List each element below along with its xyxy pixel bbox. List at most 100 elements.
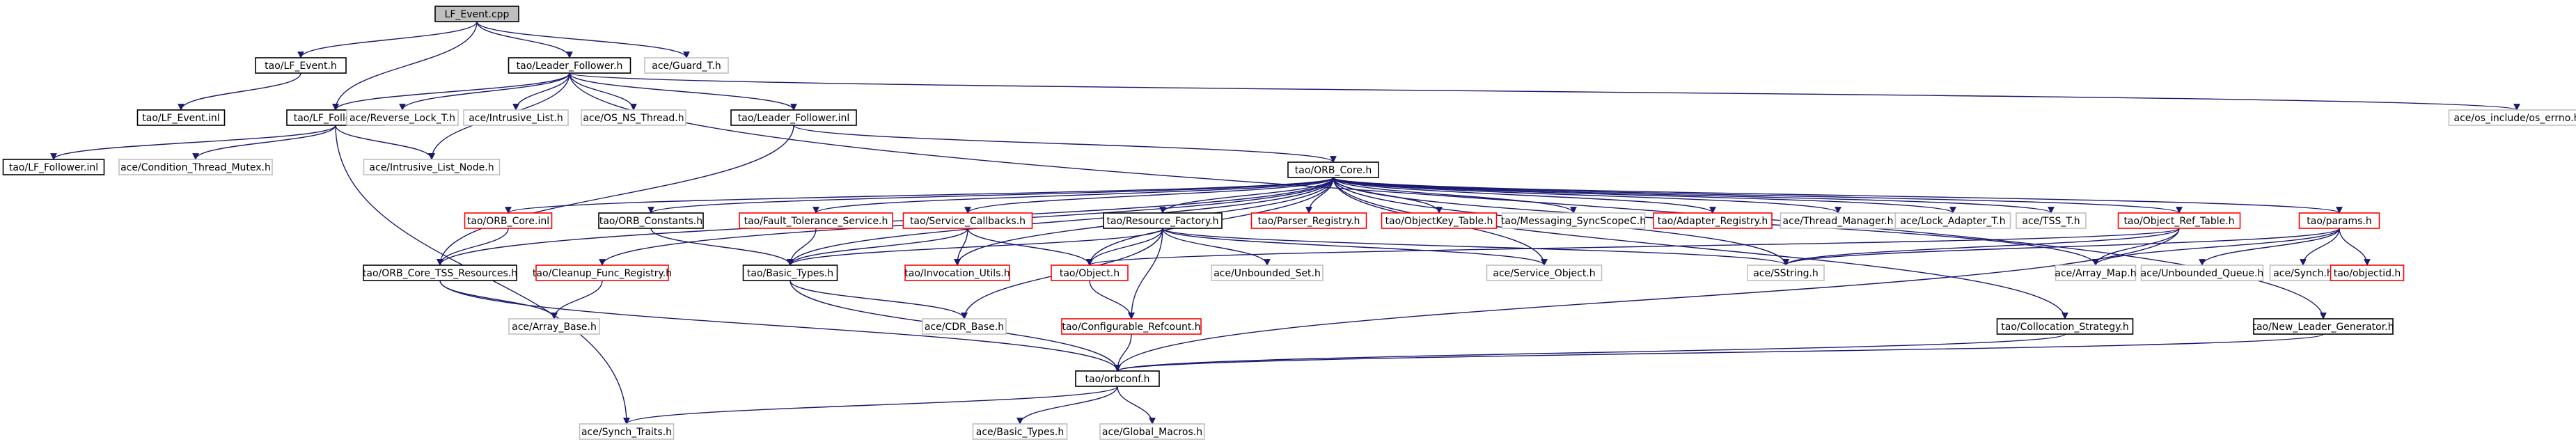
node-label: ace/Intrusive_List_Node.h bbox=[369, 162, 494, 173]
edge-params-to-sstring bbox=[1782, 228, 2340, 266]
node-orbconf[interactable]: tao/orbconf.h bbox=[1075, 370, 1160, 387]
node-box bbox=[1250, 212, 1367, 229]
node-collocation[interactable]: tao/Collocation_Strategy.h bbox=[1996, 318, 2134, 335]
node-newleader[interactable]: tao/New_Leader_Generator.h bbox=[2252, 318, 2394, 335]
node-label: tao/objectid.h bbox=[2334, 268, 2401, 279]
node-lffollowerinl[interactable]: tao/LF_Follower.inl bbox=[2, 159, 105, 175]
node-cleanup[interactable]: tao/Cleanup_Func_Registry.h bbox=[533, 265, 672, 281]
node-objkey[interactable]: tao/ObjectKey_Table.h bbox=[1381, 212, 1498, 229]
node-svccb[interactable]: tao/Service_Callbacks.h bbox=[902, 212, 1033, 229]
node-label: tao/ORB_Constants.h bbox=[599, 216, 702, 227]
edge-lffollower-to-lffollowerinl bbox=[50, 125, 336, 160]
node-intrlist[interactable]: ace/Intrusive_List.h bbox=[463, 109, 569, 126]
node-invocation[interactable]: tao/Invocation_Utils.h bbox=[904, 265, 1010, 281]
edge-orbconf-to-acebasic bbox=[1016, 386, 1118, 425]
node-label: ace/Reverse_Lock_T.h bbox=[350, 113, 455, 124]
node-condmutex[interactable]: ace/Condition_Thread_Mutex.h bbox=[118, 159, 273, 175]
node-synchtraits[interactable]: ace/Synch_Traits.h bbox=[579, 423, 675, 440]
node-box bbox=[118, 159, 273, 175]
node-box bbox=[363, 265, 517, 281]
node-basictypes[interactable]: tao/Basic_Types.h bbox=[742, 265, 838, 281]
node-label: tao/LF_Follower.inl bbox=[9, 162, 98, 173]
node-box bbox=[644, 57, 729, 74]
node-box bbox=[1501, 212, 1646, 229]
node-oserrno[interactable]: ace/os_include/os_errno.h bbox=[2448, 109, 2576, 126]
edge-objref-to-object bbox=[1086, 228, 2180, 266]
node-box bbox=[463, 109, 569, 126]
edge-orbcore-to-messaging bbox=[1333, 177, 1577, 214]
edge-params-to-synch bbox=[2300, 228, 2340, 266]
node-arraymap[interactable]: ace/Array_Map.h bbox=[2055, 265, 2137, 281]
edge-orbcoreinl-to-tssres bbox=[437, 228, 509, 266]
nodes-layer: LF_Event.cpp tao/LF_Event.h tao/Leader_Fol… bbox=[2, 6, 2576, 440]
edge-leaderinl-to-tssres bbox=[437, 125, 794, 266]
node-box bbox=[904, 265, 1010, 281]
node-orbcoreinl[interactable]: tao/ORB_Core.inl bbox=[464, 212, 553, 229]
node-leaderinl[interactable]: tao/Leader_Follower.inl bbox=[730, 109, 857, 126]
node-orbcore[interactable]: tao/ORB_Core.h bbox=[1287, 161, 1379, 178]
edge-orbcore-to-fault bbox=[812, 177, 1334, 214]
edge-orbcore-to-tss bbox=[1333, 177, 2055, 214]
node-sstring[interactable]: ace/SString.h bbox=[1747, 265, 1825, 281]
edge-leader-to-oserrno bbox=[569, 72, 2520, 111]
node-lockadapter[interactable]: ace/Lock_Adapter_T.h bbox=[1894, 212, 2011, 229]
node-lfeventinl[interactable]: tao/LF_Event.inl bbox=[136, 109, 226, 126]
node-box bbox=[2140, 265, 2264, 281]
node-tss[interactable]: ace/TSS_T.h bbox=[2016, 212, 2087, 229]
node-tssres[interactable]: tao/ORB_Core_TSS_Resources.h bbox=[363, 265, 517, 281]
node-params[interactable]: tao/params.h bbox=[2298, 212, 2380, 229]
node-arraybase[interactable]: ace/Array_Base.h bbox=[508, 318, 600, 335]
node-parser[interactable]: tao/Parser_Registry.h bbox=[1250, 212, 1367, 229]
node-cdrbase[interactable]: ace/CDR_Base.h bbox=[922, 318, 1007, 335]
edge-resfact-to-svcobj bbox=[1162, 228, 1548, 266]
edge-tssres-to-orbconf bbox=[439, 280, 1121, 372]
node-guard[interactable]: ace/Guard_T.h bbox=[644, 57, 729, 74]
node-box bbox=[1653, 212, 1773, 229]
node-globalmacros[interactable]: ace/Global_Macros.h bbox=[1099, 423, 1205, 440]
edge-orbconf-to-synchtraits bbox=[623, 386, 1118, 425]
node-lfevent[interactable]: tao/LF_Event.h bbox=[255, 57, 347, 74]
node-box bbox=[902, 212, 1033, 229]
node-label: ace/Array_Base.h bbox=[512, 322, 597, 333]
node-orbconst[interactable]: tao/ORB_Constants.h bbox=[598, 212, 704, 229]
edge-root-to-lfevent bbox=[297, 21, 478, 58]
node-intrnode[interactable]: ace/Intrusive_List_Node.h bbox=[363, 159, 501, 175]
node-label: tao/Basic_Types.h bbox=[747, 268, 833, 279]
node-threadmgr[interactable]: ace/Thread_Manager.h bbox=[1780, 212, 1896, 229]
node-resfact[interactable]: tao/Resource_Factory.h bbox=[1103, 212, 1223, 229]
node-confref[interactable]: tao/Configurable_Refcount.h bbox=[1061, 318, 1202, 335]
edge-tssres-to-arraybase bbox=[439, 280, 558, 319]
edge-orbcore-to-params bbox=[1333, 177, 2343, 214]
node-synch[interactable]: ace/Synch.h bbox=[2269, 265, 2337, 281]
node-label: ace/Lock_Adapter_T.h bbox=[1900, 216, 2005, 227]
node-leader[interactable]: tao/Leader_Follower.h bbox=[508, 57, 631, 74]
node-osns[interactable]: ace/OS_NS_Thread.h bbox=[581, 109, 686, 126]
node-messaging[interactable]: tao/Messaging_SyncScopeC.h bbox=[1501, 212, 1646, 229]
node-acebasic[interactable]: ace/Basic_Types.h bbox=[972, 423, 1068, 440]
edge-leader-to-leaderinl bbox=[569, 72, 797, 111]
node-objectid[interactable]: tao/objectid.h bbox=[2330, 265, 2405, 281]
node-label: ace/Unbounded_Queue.h bbox=[2141, 268, 2264, 279]
edge-lffollower-to-condmutex bbox=[192, 125, 336, 160]
node-label: tao/Parser_Registry.h bbox=[1258, 216, 1360, 227]
node-object[interactable]: tao/Object.h bbox=[1051, 265, 1129, 281]
edge-leaderinl-to-orbcore bbox=[793, 125, 1337, 163]
node-svcobj[interactable]: ace/Service_Object.h bbox=[1486, 265, 1603, 281]
node-revlock[interactable]: ace/Reverse_Lock_T.h bbox=[346, 109, 459, 126]
node-fault[interactable]: tao/Fault_Tolerance_Service.h bbox=[739, 212, 893, 229]
node-unbset[interactable]: ace/Unbounded_Set.h bbox=[1211, 265, 1324, 281]
node-objref[interactable]: tao/Object_Ref_Table.h bbox=[2117, 212, 2241, 229]
node-unbqueue[interactable]: ace/Unbounded_Queue.h bbox=[2141, 265, 2264, 281]
node-label: tao/Fault_Tolerance_Service.h bbox=[744, 216, 888, 227]
node-box bbox=[2298, 212, 2380, 229]
node-root[interactable]: LF_Event.cpp bbox=[434, 6, 519, 22]
node-label: ace/Guard_T.h bbox=[652, 61, 721, 72]
node-box bbox=[598, 212, 704, 229]
edge-params-to-arraymap bbox=[2092, 228, 2340, 266]
node-box bbox=[581, 109, 686, 126]
node-adapter[interactable]: tao/Adapter_Registry.h bbox=[1653, 212, 1773, 229]
node-label: ace/Synch.h bbox=[2273, 268, 2333, 279]
node-label: ace/Array_Map.h bbox=[2055, 268, 2136, 279]
edge-orbcore-to-objref bbox=[1333, 177, 2183, 214]
node-box bbox=[434, 6, 519, 22]
